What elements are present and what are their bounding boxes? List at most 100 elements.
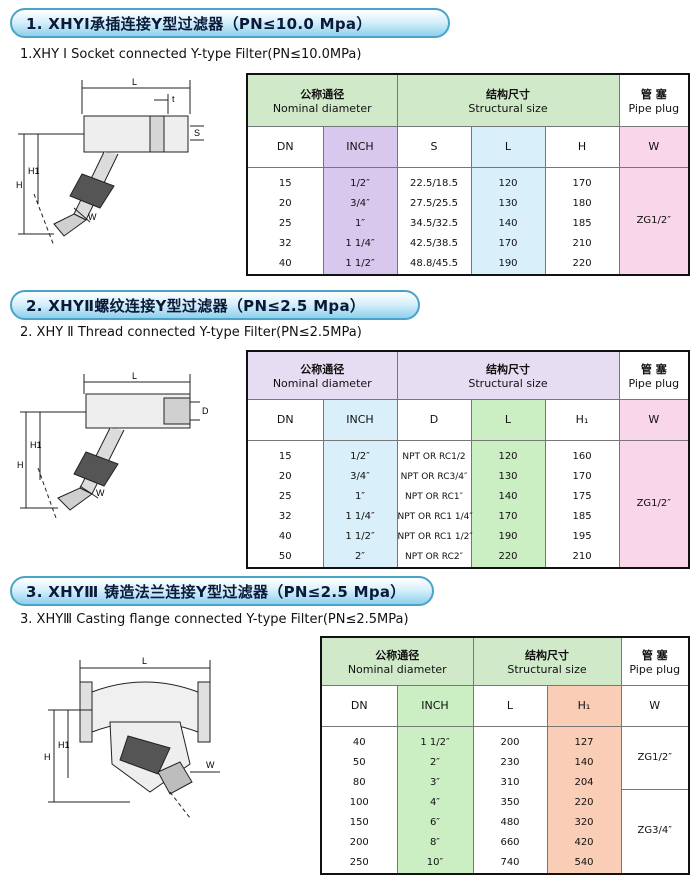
cell: 3/4″ [350, 470, 370, 482]
cell: 1 1/4″ [345, 237, 375, 249]
plug-cell-2: ZG3/4″ [620, 788, 690, 874]
cell: 170 [498, 237, 518, 249]
cell: NPT OR RC1/2 [402, 451, 466, 462]
cell: 120 [498, 177, 518, 189]
col-header-h: H [544, 125, 620, 168]
section-1-subtitle: 1.XHY Ⅰ Socket connected Y-type Filter(P… [20, 47, 362, 62]
diagram-label-H1: H1 [28, 166, 40, 176]
cell: 3/4″ [350, 197, 370, 209]
column-pipe-plug: ZG1/2″ [618, 166, 690, 275]
cell: 15 [278, 450, 292, 462]
column-inch: 1/2″3/4″1″1 1/4″1 1/2″ [322, 166, 398, 275]
cell: 34.5/32.5 [410, 217, 458, 229]
section-3-title: 3. XHYⅢ 铸造法兰连接Y型过滤器（PN≤2.5 Mpa） [10, 576, 434, 606]
cell: 190 [498, 530, 518, 542]
col-header-dn: DN [246, 125, 324, 168]
cell: 1 1/2″ [345, 530, 375, 542]
plug-cell-1: ZG1/2″ [620, 725, 690, 790]
cell: NPT OR RC3/4″ [400, 471, 468, 482]
diagram-label-W: W [206, 760, 215, 770]
cell: 40 [352, 736, 366, 748]
cell: 20 [278, 197, 292, 209]
cell: 100 [349, 796, 369, 808]
cell: 80 [352, 776, 366, 788]
cell: 140 [574, 756, 594, 768]
col-header-w: W [618, 125, 690, 168]
diagram-label-H: H [44, 752, 51, 762]
cell: 170 [572, 470, 592, 482]
cell: 140 [498, 490, 518, 502]
thread-filter-diagram: L D H H1 W [17, 371, 209, 519]
cell: 1 1/4″ [345, 510, 375, 522]
cell: 27.5/25.5 [410, 197, 458, 209]
socket-filter-diagram: L t S H H1 W [16, 77, 204, 247]
cell: 1 1/2″ [345, 257, 375, 269]
cell: 220 [572, 257, 592, 269]
cell: 185 [572, 510, 592, 522]
cell: 195 [572, 530, 592, 542]
diagram-label-H: H [17, 460, 24, 470]
section-2-subtitle: 2. XHY Ⅱ Thread connected Y-type Filter(… [20, 325, 362, 340]
cell: 140 [498, 217, 518, 229]
cell: 160 [572, 450, 592, 462]
diagram-label-D: D [202, 406, 209, 416]
cell: 4″ [429, 796, 441, 808]
cell: 48.8/45.5 [410, 257, 458, 269]
column-inch: 1/2″3/4″1″1 1/4″1 1/2″2″ [322, 439, 398, 568]
section-2-title: 2. XHYⅡ螺纹连接Y型过滤器（PN≤2.5 Mpa） [10, 290, 420, 320]
cell: NPT OR RC1 1/2″ [397, 531, 473, 542]
col-header-s: S [396, 125, 472, 168]
cell: 170 [572, 177, 592, 189]
flange-filter-diagram: L H H1 W [44, 656, 220, 819]
col-header-w: W [618, 398, 690, 441]
cell: 480 [500, 816, 520, 828]
cell: 1″ [354, 490, 366, 502]
col-header-w: W [620, 684, 690, 727]
cell: 200 [500, 736, 520, 748]
col-header-inch: INCH [322, 125, 398, 168]
cell: 170 [498, 510, 518, 522]
cell: 25 [278, 490, 292, 502]
section-3-subtitle: 3. XHYⅢ Casting flange connected Y-type … [20, 612, 409, 627]
cell: 20 [278, 470, 292, 482]
cell: 32 [278, 237, 292, 249]
cell: ZG1/2″ [636, 214, 671, 226]
diagram-label-H1: H1 [58, 740, 70, 750]
col-header-dn: DN [320, 684, 398, 727]
cell: 350 [500, 796, 520, 808]
cell: 25 [278, 217, 292, 229]
col-header-inch: INCH [396, 684, 474, 727]
cell: 210 [572, 237, 592, 249]
column-pipe-plug: ZG1/2″ [618, 439, 690, 568]
col-header-h1: H₁ [546, 684, 622, 727]
col-header-h1: H₁ [544, 398, 620, 441]
col-header-l: L [472, 684, 548, 727]
cell: 540 [574, 856, 594, 868]
cell: 22.5/18.5 [410, 177, 458, 189]
cell: 40 [278, 530, 292, 542]
column-s: 22.5/18.5 27.5/25.5 34.5/32.5 42.5/38.5 48.8… [396, 166, 472, 275]
diagram-label-W: W [88, 212, 97, 222]
diagram-label-H: H [16, 180, 23, 190]
section-1-title: 1. XHYⅠ承插连接Y型过滤器（PN≤10.0 Mpa） [10, 8, 450, 38]
cell: 2″ [429, 756, 441, 768]
cell: 42.5/38.5 [410, 237, 458, 249]
cell: 120 [498, 450, 518, 462]
